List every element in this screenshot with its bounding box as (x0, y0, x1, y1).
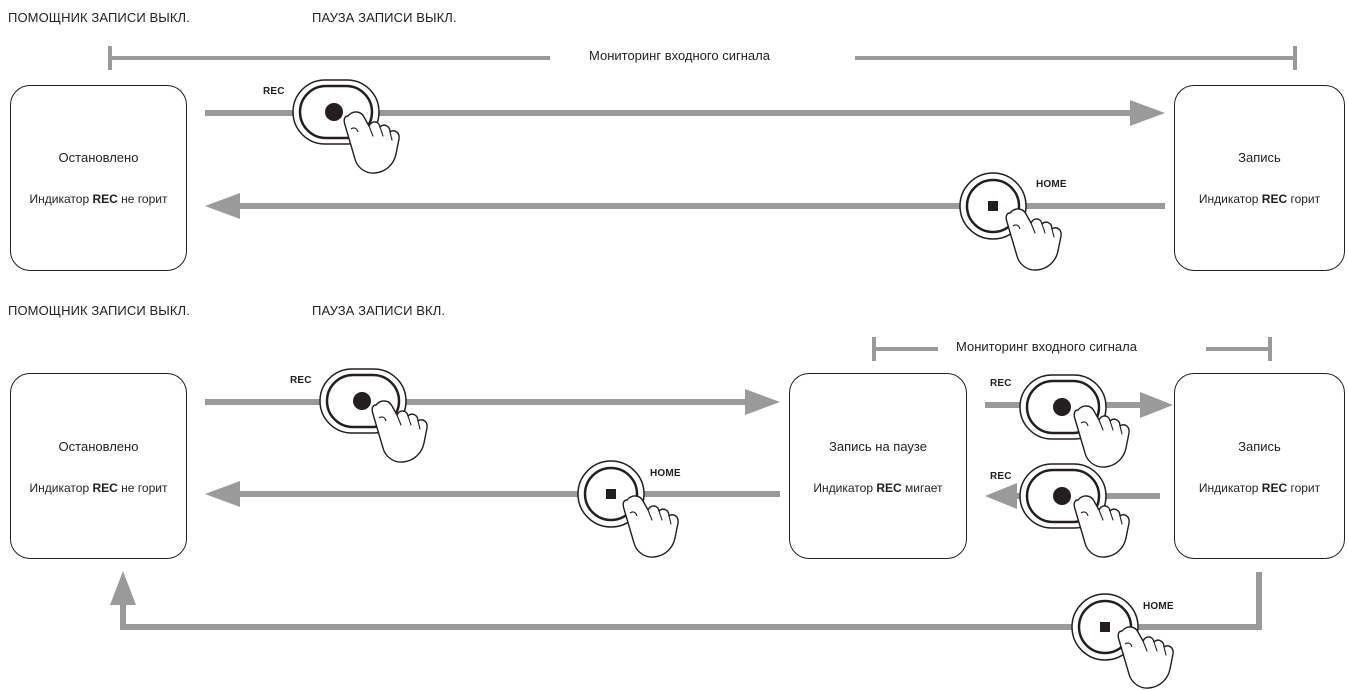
state-indicator: Индикатор REC горит (1198, 481, 1321, 495)
bottom-rec-key-label-3: REC (990, 471, 1012, 482)
bottom-pause-mode-label: ПАУЗА ЗАПИСИ ВКЛ. (312, 303, 446, 318)
top-pause-mode-label: ПАУЗА ЗАПИСИ ВЫКЛ. (312, 10, 457, 25)
top-monitoring-label: Мониторинг входного сигнала (583, 48, 776, 63)
state-indicator: Индикатор REC мигает (813, 481, 943, 495)
bottom-state-paused: Запись на паузе Индикатор REC мигает (789, 373, 967, 559)
bottom-rec-arrow-1 (205, 389, 780, 415)
top-assist-mode-label: ПОМОЩНИК ЗАПИСИ ВЫКЛ. (8, 10, 190, 25)
bottom-monitoring-bracket (872, 337, 1272, 361)
state-title: Остановлено (58, 150, 139, 165)
bottom-state-recording: Запись Индикатор REC горит (1174, 373, 1345, 559)
top-home-hand-icon (1005, 208, 1062, 271)
bottom-home-loop-arrowhead (110, 571, 136, 605)
bottom-home-key-label-1: HOME (650, 468, 681, 479)
state-title: Запись на паузе (829, 439, 927, 454)
bottom-assist-mode-label: ПОМОЩНИК ЗАПИСИ ВЫКЛ. (8, 303, 190, 318)
state-indicator: Индикатор REC горит (1198, 192, 1321, 206)
state-title: Остановлено (58, 439, 139, 454)
bottom-home-hand-icon-1 (622, 495, 679, 558)
top-state-stopped: Остановлено Индикатор REC не горит (10, 85, 187, 271)
bottom-home-key-label-2: HOME (1143, 601, 1174, 612)
state-indicator: Индикатор REC не горит (29, 192, 168, 206)
bottom-monitoring-label: Мониторинг входного сигнала (950, 339, 1143, 354)
bottom-home-loop-arrow (120, 572, 1262, 630)
bottom-rec-key-label-1: REC (290, 375, 312, 386)
state-title: Запись (1238, 150, 1281, 165)
top-state-recording: Запись Индикатор REC горит (1174, 85, 1345, 271)
state-indicator: Индикатор REC не горит (29, 481, 168, 495)
bottom-home-hand-icon-2 (1117, 626, 1174, 689)
top-monitoring-bracket (108, 46, 1297, 70)
state-title: Запись (1238, 439, 1281, 454)
top-rec-key-label: REC (263, 86, 285, 97)
bottom-state-stopped: Остановлено Индикатор REC не горит (10, 373, 187, 559)
bottom-home-arrow-1 (205, 481, 780, 507)
top-home-key-label: HOME (1036, 179, 1067, 190)
bottom-rec-key-label-2: REC (990, 378, 1012, 389)
